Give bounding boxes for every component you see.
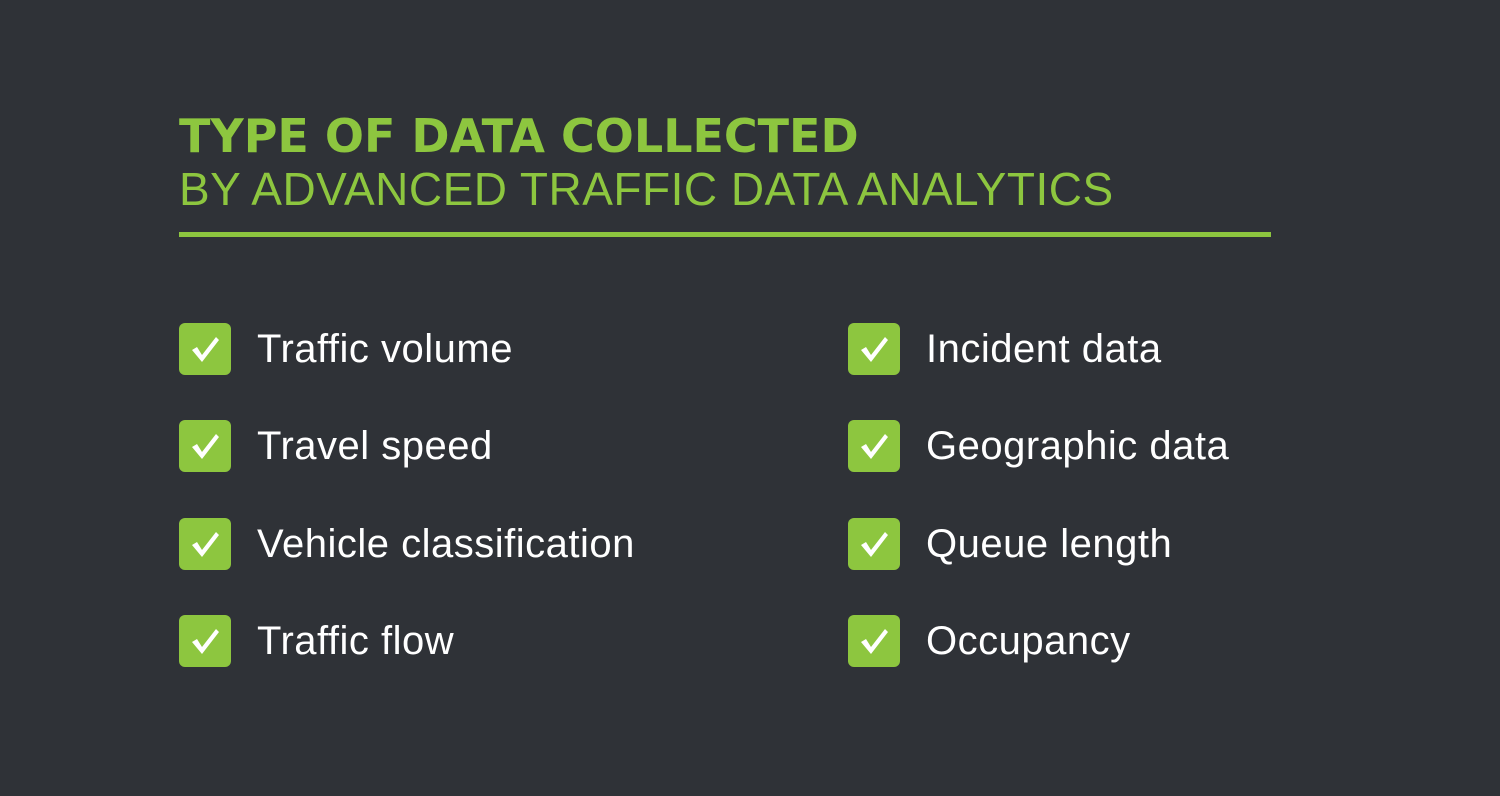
list-item: Queue length (848, 518, 1172, 570)
checkbox-checked (179, 420, 231, 472)
check-icon (861, 337, 888, 362)
list-item: Vehicle classification (179, 518, 635, 570)
checkbox-checked (848, 420, 900, 472)
check-icon (192, 532, 219, 557)
list-item-label: Traffic volume (257, 327, 513, 371)
checkbox-checked (848, 518, 900, 570)
check-icon (192, 337, 219, 362)
check-icon (192, 434, 219, 459)
check-icon (861, 629, 888, 654)
list-item-label: Travel speed (257, 424, 493, 468)
list-item-label: Occupancy (926, 619, 1131, 663)
check-icon (861, 532, 888, 557)
checkbox-checked (848, 615, 900, 667)
check-icon (861, 434, 888, 459)
check-icon (192, 629, 219, 654)
list-item-label: Vehicle classification (257, 522, 635, 566)
checkbox-checked (848, 323, 900, 375)
list-item: Geographic data (848, 420, 1229, 472)
list-item-label: Queue length (926, 522, 1173, 566)
list-item: Occupancy (848, 615, 1131, 667)
list-item: Traffic flow (179, 615, 454, 667)
list-item: Incident data (848, 323, 1162, 375)
checkbox-checked (179, 323, 231, 375)
list-item-label: Incident data (926, 327, 1162, 371)
list-item: Traffic volume (179, 323, 513, 375)
list-item-label: Traffic flow (257, 619, 455, 663)
list-item-label: Geographic data (926, 424, 1230, 468)
checkbox-checked (179, 518, 231, 570)
divider-line (179, 232, 1271, 237)
title-bold: TYPE OF DATA COLLECTED (179, 109, 859, 163)
title-subtitle: BY ADVANCED TRAFFIC DATA ANALYTICS (179, 163, 1114, 215)
checkbox-checked (179, 615, 231, 667)
list-item: Travel speed (179, 420, 493, 472)
